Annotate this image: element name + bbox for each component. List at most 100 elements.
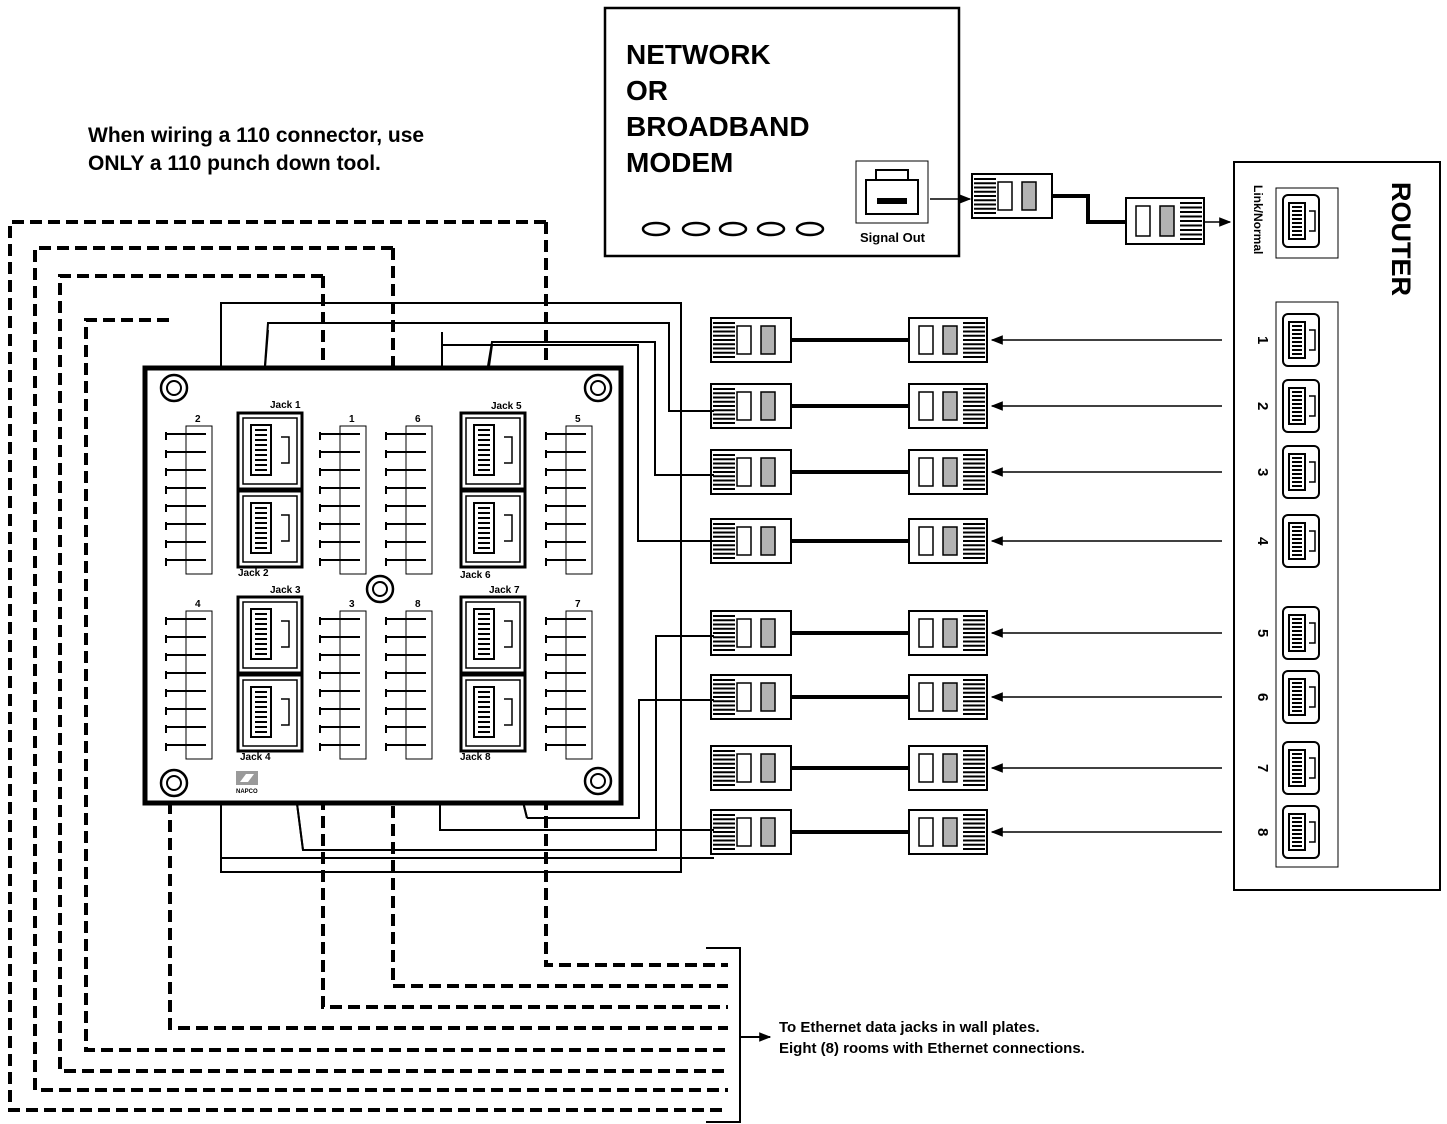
modem-title-line-2: OR: [626, 75, 668, 106]
patch-plug-panel-side: [710, 518, 792, 564]
panel-jack-label: Jack 8: [460, 752, 491, 763]
patch-cable-row: [710, 317, 1222, 363]
panel-jack-label: Jack 4: [240, 752, 271, 763]
punch-down-block-2: 2: [165, 414, 213, 575]
router-port-4-icon: [1282, 514, 1320, 568]
panel-jack-8: [459, 673, 527, 753]
router-port-label: 6: [1254, 693, 1271, 701]
panel-jack-4: [236, 673, 304, 753]
instruction-line-2: ONLY a 110 punch down tool.: [88, 152, 381, 175]
destination-line-2: Eight (8) rooms with Ethernet connection…: [779, 1040, 1085, 1057]
router-port-label: 4: [1254, 537, 1271, 546]
router-port-label: 1: [1254, 336, 1271, 344]
router-port-label: 8: [1254, 828, 1271, 836]
mounting-hole: [159, 768, 189, 798]
wall-plate-bracket: [706, 947, 772, 1123]
modem-title-line-1: NETWORK: [626, 39, 771, 70]
panel-jack-3: [236, 595, 304, 675]
mounting-hole: [365, 574, 395, 604]
modem-title-line-3: BROADBAND: [626, 111, 810, 142]
patch-plug-panel-side: [710, 674, 792, 720]
mounting-hole: [583, 766, 613, 796]
router-port-label: 2: [1254, 402, 1271, 410]
router-port-2-icon: [1282, 379, 1320, 433]
panel-jack-label: Jack 6: [460, 570, 491, 581]
router-uplink-port-icon: [1282, 194, 1320, 248]
patch-plug-router-side: [908, 745, 988, 791]
patch-cable-row: [710, 518, 1222, 564]
instruction-line-1: When wiring a 110 connector, use: [88, 124, 424, 147]
patch-cable-row: [710, 449, 1222, 495]
patch-plug-panel-side: [710, 383, 792, 429]
patch-plug-panel-side: [710, 449, 792, 495]
uplink-plug-modem-side: [971, 173, 1053, 219]
patch-plug-router-side: [908, 317, 988, 363]
destination-line-1: To Ethernet data jacks in wall plates.: [779, 1019, 1040, 1036]
patch-plug-router-side: [908, 674, 988, 720]
punch-down-block-label: 1: [349, 414, 355, 425]
patch-cable-row: [710, 383, 1222, 429]
router-port-3-icon: [1282, 445, 1320, 499]
router-port-label: 5: [1254, 629, 1271, 637]
patch-cable-row: [710, 610, 1222, 656]
panel-jack-2: [236, 489, 304, 569]
patch-cable-row: [710, 809, 1222, 855]
punch-down-block-1: 1: [319, 414, 367, 575]
panel-jack-label: Jack 7: [489, 585, 520, 596]
punch-down-block-label: 8: [415, 599, 421, 610]
panel-jack-7: [459, 595, 527, 675]
punch-down-block-4: 4: [165, 599, 213, 760]
patch-plug-router-side: [908, 383, 988, 429]
punch-down-block-7: 7: [545, 599, 593, 760]
uplink-plug-router-side: [1125, 197, 1205, 245]
uplink-cable: [930, 194, 1232, 227]
patch-plug-panel-side: [710, 745, 792, 791]
panel-jack-6: [459, 489, 527, 569]
router-port-7-icon: [1282, 741, 1320, 795]
panel-jack-label: Jack 2: [238, 568, 269, 579]
panel-jack-1: [236, 411, 304, 491]
router-port-8-icon: [1282, 805, 1320, 859]
punch-down-block-label: 7: [575, 599, 581, 610]
modem-signal-out-port-icon: [855, 160, 929, 224]
patch-plug-router-side: [908, 518, 988, 564]
router-uplink-label: Link/Normal: [1251, 185, 1265, 254]
patch-cable-row: [710, 674, 1222, 720]
punch-down-block-label: 3: [349, 599, 355, 610]
mounting-hole: [583, 373, 613, 403]
napco-logo: NAPCO: [236, 771, 258, 795]
napco-logo-text: NAPCO: [236, 789, 258, 795]
punch-down-block-5: 5: [545, 414, 593, 575]
router-port-label: 3: [1254, 468, 1271, 476]
router-port-label: 7: [1254, 764, 1271, 772]
punch-down-block-6: 6: [385, 414, 433, 575]
panel-jack-label: Jack 3: [270, 585, 301, 596]
router-port-1-icon: [1282, 313, 1320, 367]
patch-plug-router-side: [908, 809, 988, 855]
modem-title-line-4: MODEM: [626, 147, 733, 178]
modem-port-label: Signal Out: [860, 230, 926, 245]
router-port-5-icon: [1282, 606, 1320, 660]
router-title: ROUTER: [1386, 182, 1416, 296]
patch-plug-panel-side: [710, 610, 792, 656]
patch-plug-router-side: [908, 610, 988, 656]
mounting-hole: [159, 373, 189, 403]
panel-jack-5: [459, 411, 527, 491]
patch-plug-panel-side: [710, 317, 792, 363]
punch-down-block-label: 4: [195, 599, 201, 610]
modem: NETWORK OR BROADBAND MODEM Signal Out: [603, 6, 961, 258]
patch-plug-router-side: [908, 449, 988, 495]
panel-jack-label: Jack 5: [491, 401, 522, 412]
punch-down-block-label: 2: [195, 414, 201, 425]
router: ROUTER Link/Normal: [1233, 161, 1441, 891]
patch-plug-panel-side: [710, 809, 792, 855]
panel-jack-label: Jack 1: [270, 400, 301, 411]
patch-cable-row: [710, 745, 1222, 791]
punch-down-block-8: 8: [385, 599, 433, 760]
modem-status-leds: [641, 221, 825, 237]
router-port-6-icon: [1282, 670, 1320, 724]
punch-down-block-label: 6: [415, 414, 421, 425]
punch-down-block-label: 5: [575, 414, 581, 425]
punch-down-block-3: 3: [319, 599, 367, 760]
